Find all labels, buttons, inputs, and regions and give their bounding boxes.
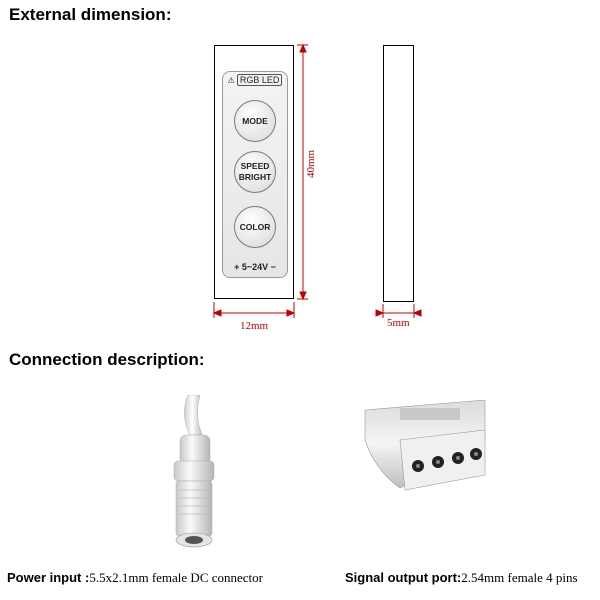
mode-button[interactable]: MODE	[234, 100, 276, 142]
depth-arrow-left	[375, 309, 385, 317]
warning-icon: ⚠	[227, 76, 235, 85]
dimension-lines	[212, 43, 422, 318]
signal-connector-photo	[364, 400, 486, 491]
minus-icon: −	[270, 262, 276, 272]
signal-output-label: Signal output port:	[345, 570, 462, 585]
width-arrow-right	[286, 309, 296, 317]
bright-label: BRIGHT	[238, 172, 272, 182]
plus-icon: +	[234, 262, 240, 272]
speed-bright-button[interactable]: SPEED BRIGHT	[234, 151, 276, 193]
controller-side-outline	[383, 45, 414, 302]
panel-title-text: RGB LED	[236, 74, 283, 86]
signal-output-value: 2.54mm female 4 pins	[461, 570, 578, 585]
power-input-label: Power input :	[7, 570, 90, 585]
external-dimension-heading: External dimension:	[9, 5, 172, 24]
color-button-label: COLOR	[239, 221, 271, 232]
height-arrow-top	[299, 43, 307, 53]
voltage-text: 5~24V	[241, 262, 269, 272]
depth-dimension-label: 5mm	[387, 317, 410, 329]
signal-output-caption: Signal output port:2.54mm female 4 pins	[345, 570, 578, 586]
mode-button-label: MODE	[242, 115, 268, 126]
voltage-rating: + 5~24V −	[223, 262, 287, 272]
width-dimension-label: 12mm	[240, 320, 269, 332]
speed-label: SPEED	[240, 161, 270, 171]
color-button[interactable]: COLOR	[234, 206, 276, 248]
height-arrow-bottom	[299, 291, 307, 301]
power-input-value: 5.5x2.1mm female DC connector	[89, 570, 263, 585]
connection-description-heading: Connection description:	[9, 350, 205, 369]
width-arrow-left	[212, 309, 222, 317]
controller-front-panel: ⚠RGB LED MODE SPEED BRIGHT COLOR + 5~24V…	[222, 71, 288, 278]
depth-arrow-right	[412, 309, 422, 317]
power-input-caption: Power input :5.5x2.1mm female DC connect…	[7, 570, 263, 586]
panel-title: ⚠RGB LED	[223, 74, 287, 86]
dc-connector-photo	[173, 395, 215, 548]
height-dimension-label: 40mm	[305, 149, 317, 178]
